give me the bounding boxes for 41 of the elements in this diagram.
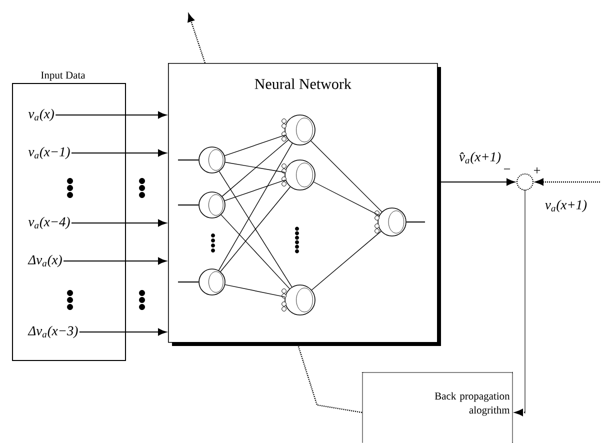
connection-line [218,142,293,271]
arrow [63,257,167,265]
connection-line [310,140,382,212]
sign-label: − [504,168,510,170]
neuron-circle [374,208,406,236]
neuron-circle [282,114,316,146]
sign-label: + [534,167,540,174]
arrow [70,219,167,227]
connection-line [218,171,292,288]
input-label: v$_{a}$(x−4) [28,216,70,230]
connection-line [224,180,286,202]
neuron-circle [198,268,226,296]
edge-label: v̂$_{a}$(x+1) [458,150,502,166]
connection-line [222,140,289,197]
summing-junction [516,174,534,190]
arrow [70,149,167,157]
connection-line [224,134,286,156]
edge-label: v$_{a}$(x+1) [544,198,588,214]
network-box: Neural Network [168,63,441,346]
neuron-circle [198,146,226,174]
connection-line [178,204,200,206]
input-label: v$_{a}$(x) [28,108,54,122]
input-label: v$_{a}$(x−1) [28,146,70,160]
connection-line [224,284,286,298]
connection-line [224,162,286,173]
neuron-circle [282,160,316,190]
input-label: Δv$_{a}$(x) [28,254,62,268]
node-label: Input Data [41,72,86,81]
neuron-circle [198,192,226,218]
connection-line [220,214,290,290]
input-label: Δv$_{a}$(x−3) [28,326,78,338]
arrow [514,190,526,416]
neuron-circle [282,284,316,316]
arrow [78,328,167,336]
connection-line [313,182,380,216]
arrow [55,111,167,119]
connection-line [220,186,291,272]
arrow [535,178,600,186]
connection-line [311,230,382,290]
algorithm-box: Back propagation alogrithm [362,372,513,443]
arrow [188,14,363,414]
